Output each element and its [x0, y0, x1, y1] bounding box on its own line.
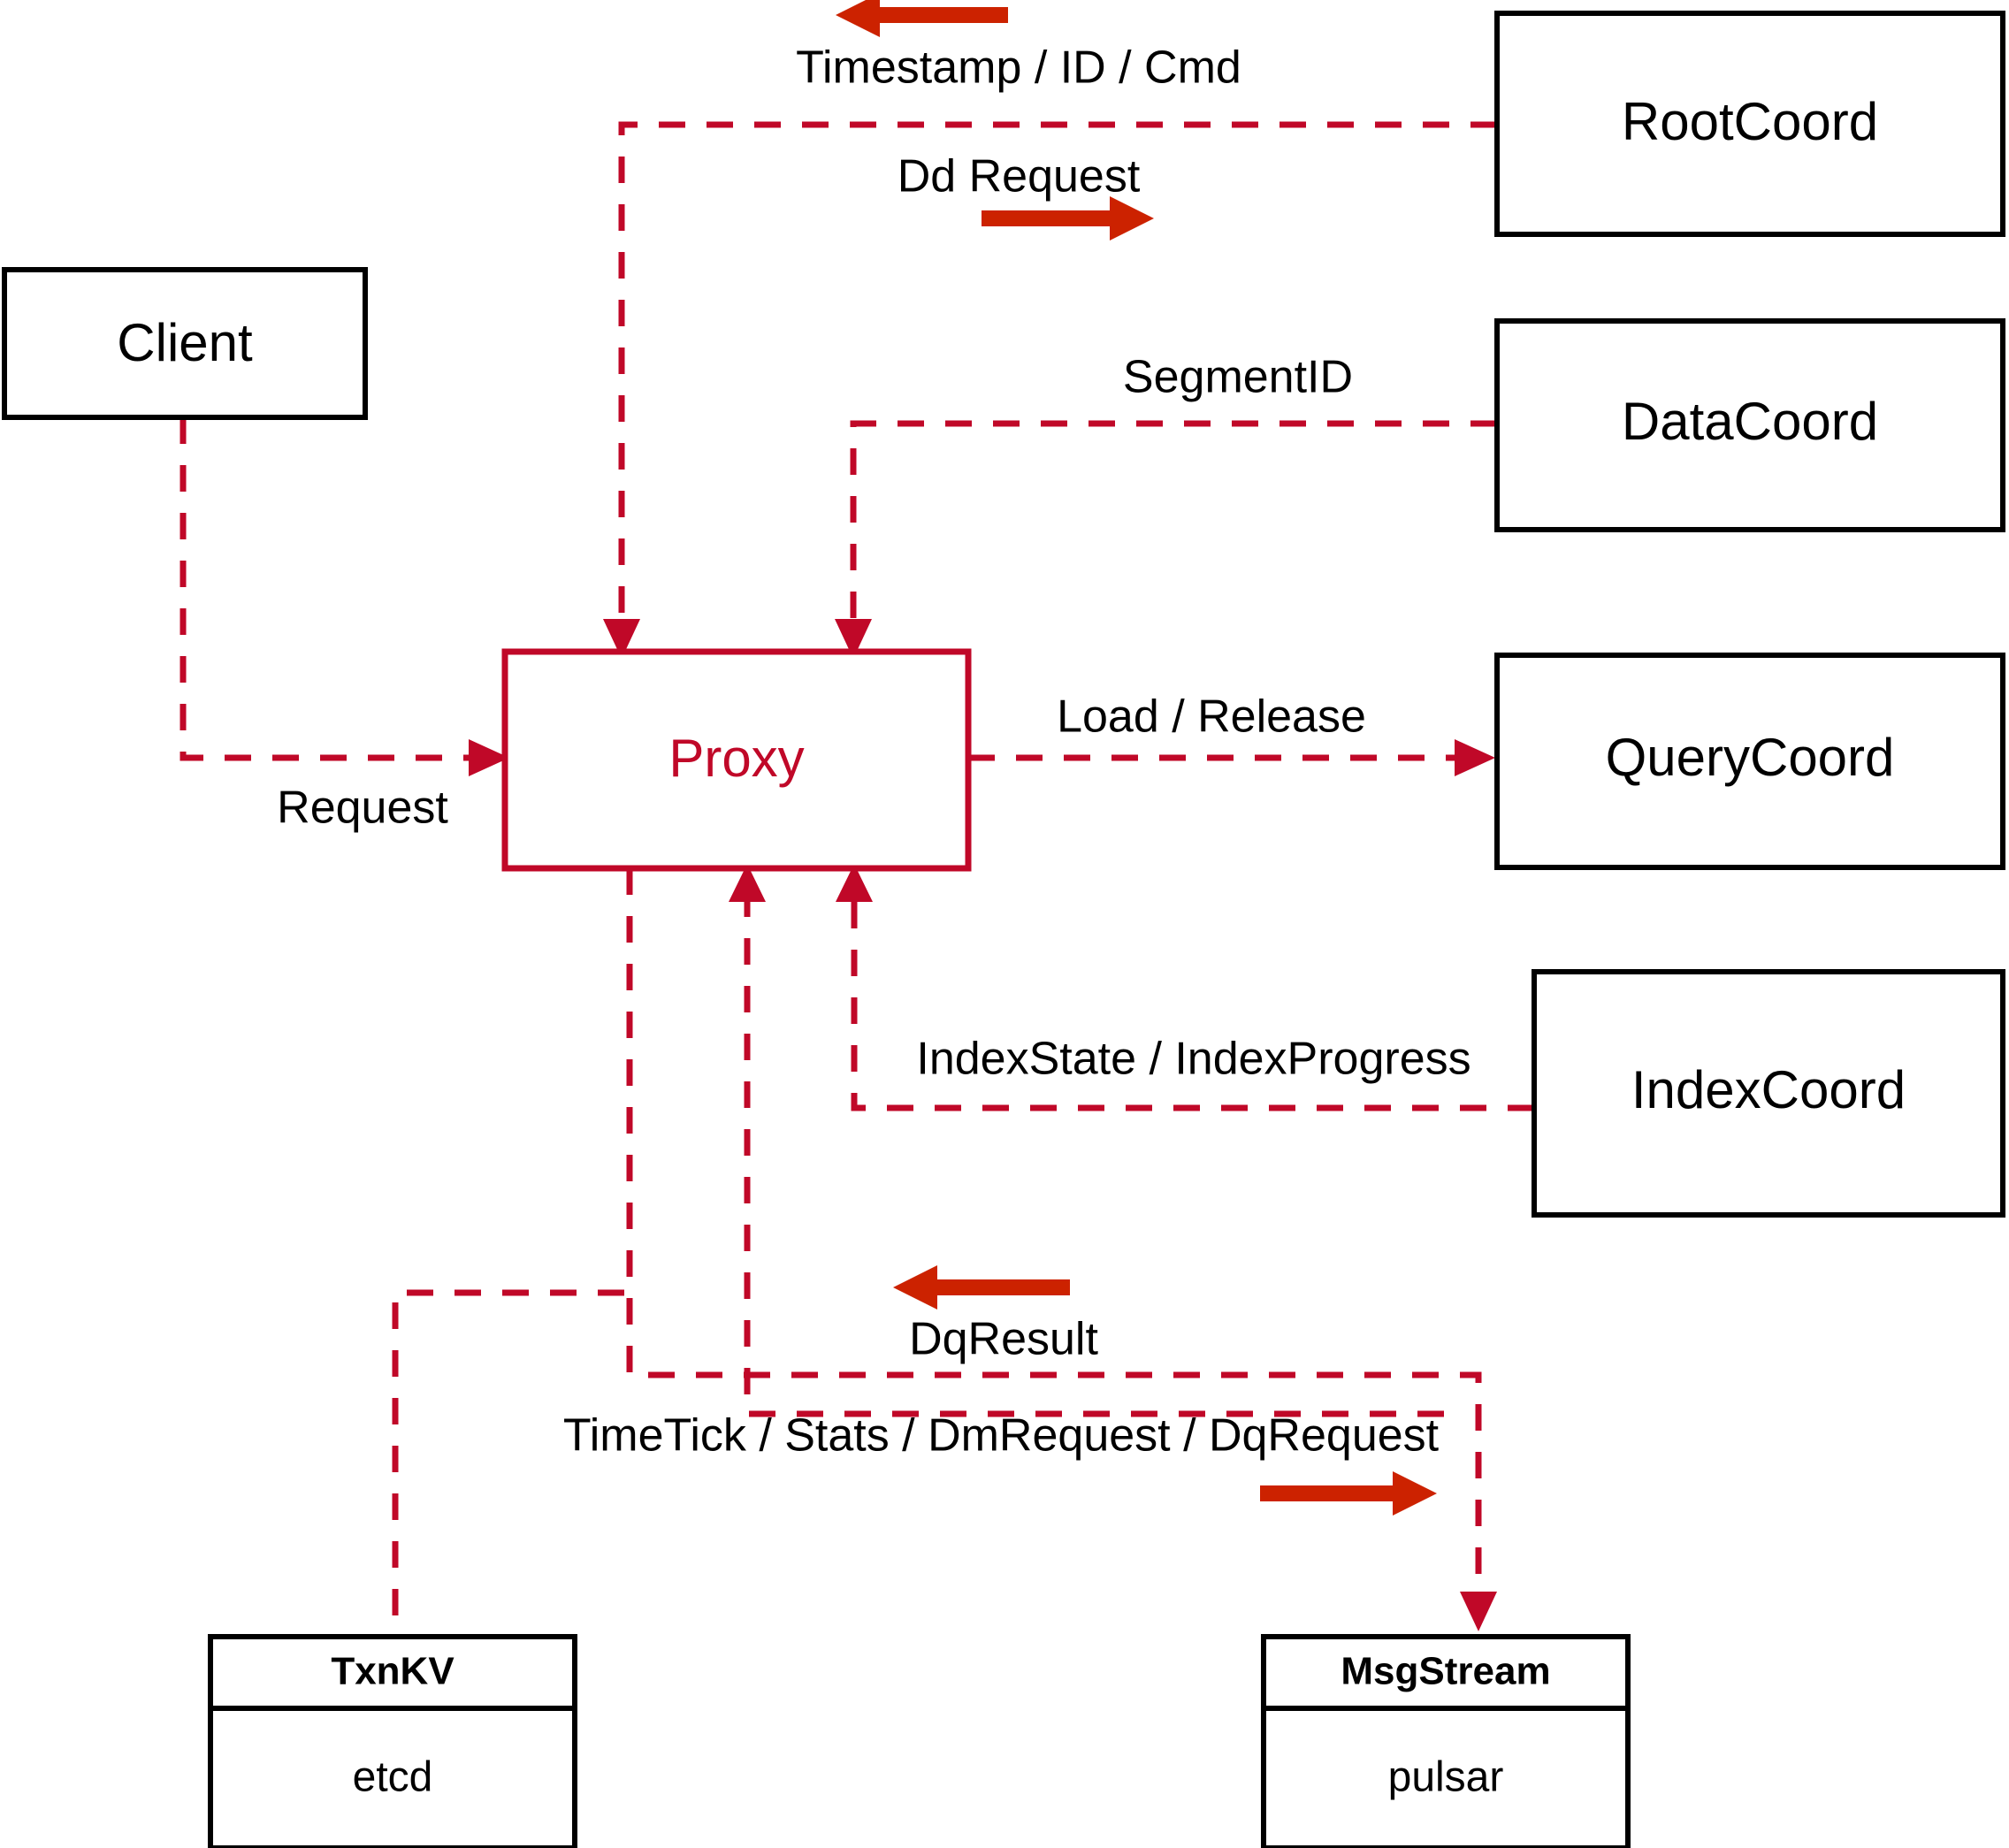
node-client[interactable]: Client [2, 267, 368, 420]
edge-proxy-txnkv [392, 868, 633, 1637]
edge-label-segmentid: SegmentID [1123, 352, 1353, 403]
edge-label-timestamp-id-cmd: Timestamp / ID / Cmd [796, 42, 1241, 94]
node-txnkv-sublabel: etcd [353, 1754, 433, 1801]
edge-datacoord-proxy [835, 420, 1497, 659]
direction-arrow-right-dd-request [982, 196, 1154, 241]
edge-indexcoord-proxy [836, 864, 1534, 1111]
edge-label-timetick-stats-dmrequest-dqrequest: TimeTick / Stats / DmRequest / DqRequest [563, 1410, 1440, 1462]
edge-label-indexstate-indexprogress: IndexState / IndexProgress [916, 1034, 1470, 1085]
node-txnkv[interactable]: TxnKV etcd [208, 1634, 577, 1848]
node-txnkv-label: TxnKV [331, 1650, 455, 1693]
node-client-label: Client [117, 313, 253, 372]
edge-proxy-msgstream [626, 868, 1497, 1631]
node-querycoord-label: QueryCoord [1606, 728, 1895, 787]
node-msgstream-sublabel: pulsar [1388, 1754, 1504, 1801]
node-indexcoord-label: IndexCoord [1631, 1060, 1906, 1119]
node-datacoord[interactable]: DataCoord [1494, 318, 2005, 532]
node-datacoord-label: DataCoord [1622, 392, 1878, 451]
node-proxy-label: Proxy [668, 729, 804, 788]
node-indexcoord[interactable]: IndexCoord [1532, 969, 2005, 1218]
edge-label-dqresult: DqResult [909, 1314, 1098, 1365]
edge-rootcoord-proxy [603, 121, 1497, 659]
edge-label-load-release: Load / Release [1057, 691, 1366, 743]
edge-label-request: Request [277, 783, 448, 834]
edge-proxy-querycoord [968, 739, 1495, 776]
node-proxy[interactable]: Proxy [501, 648, 972, 872]
edge-label-dd-request: Dd Request [898, 151, 1141, 202]
node-querycoord[interactable]: QueryCoord [1494, 653, 2005, 870]
node-msgstream-label: MsgStream [1341, 1650, 1550, 1693]
node-rootcoord[interactable]: RootCoord [1494, 11, 2005, 237]
edge-client-proxy [180, 417, 509, 776]
direction-arrow-left-dqresult [893, 1265, 1070, 1310]
node-rootcoord-label: RootCoord [1622, 92, 1878, 151]
direction-arrow-right-timetick [1260, 1471, 1437, 1516]
edge-msgstream-proxy [729, 864, 1444, 1417]
direction-arrow-left-timestamp [836, 0, 1008, 37]
node-msgstream[interactable]: MsgStream pulsar [1261, 1634, 1631, 1848]
